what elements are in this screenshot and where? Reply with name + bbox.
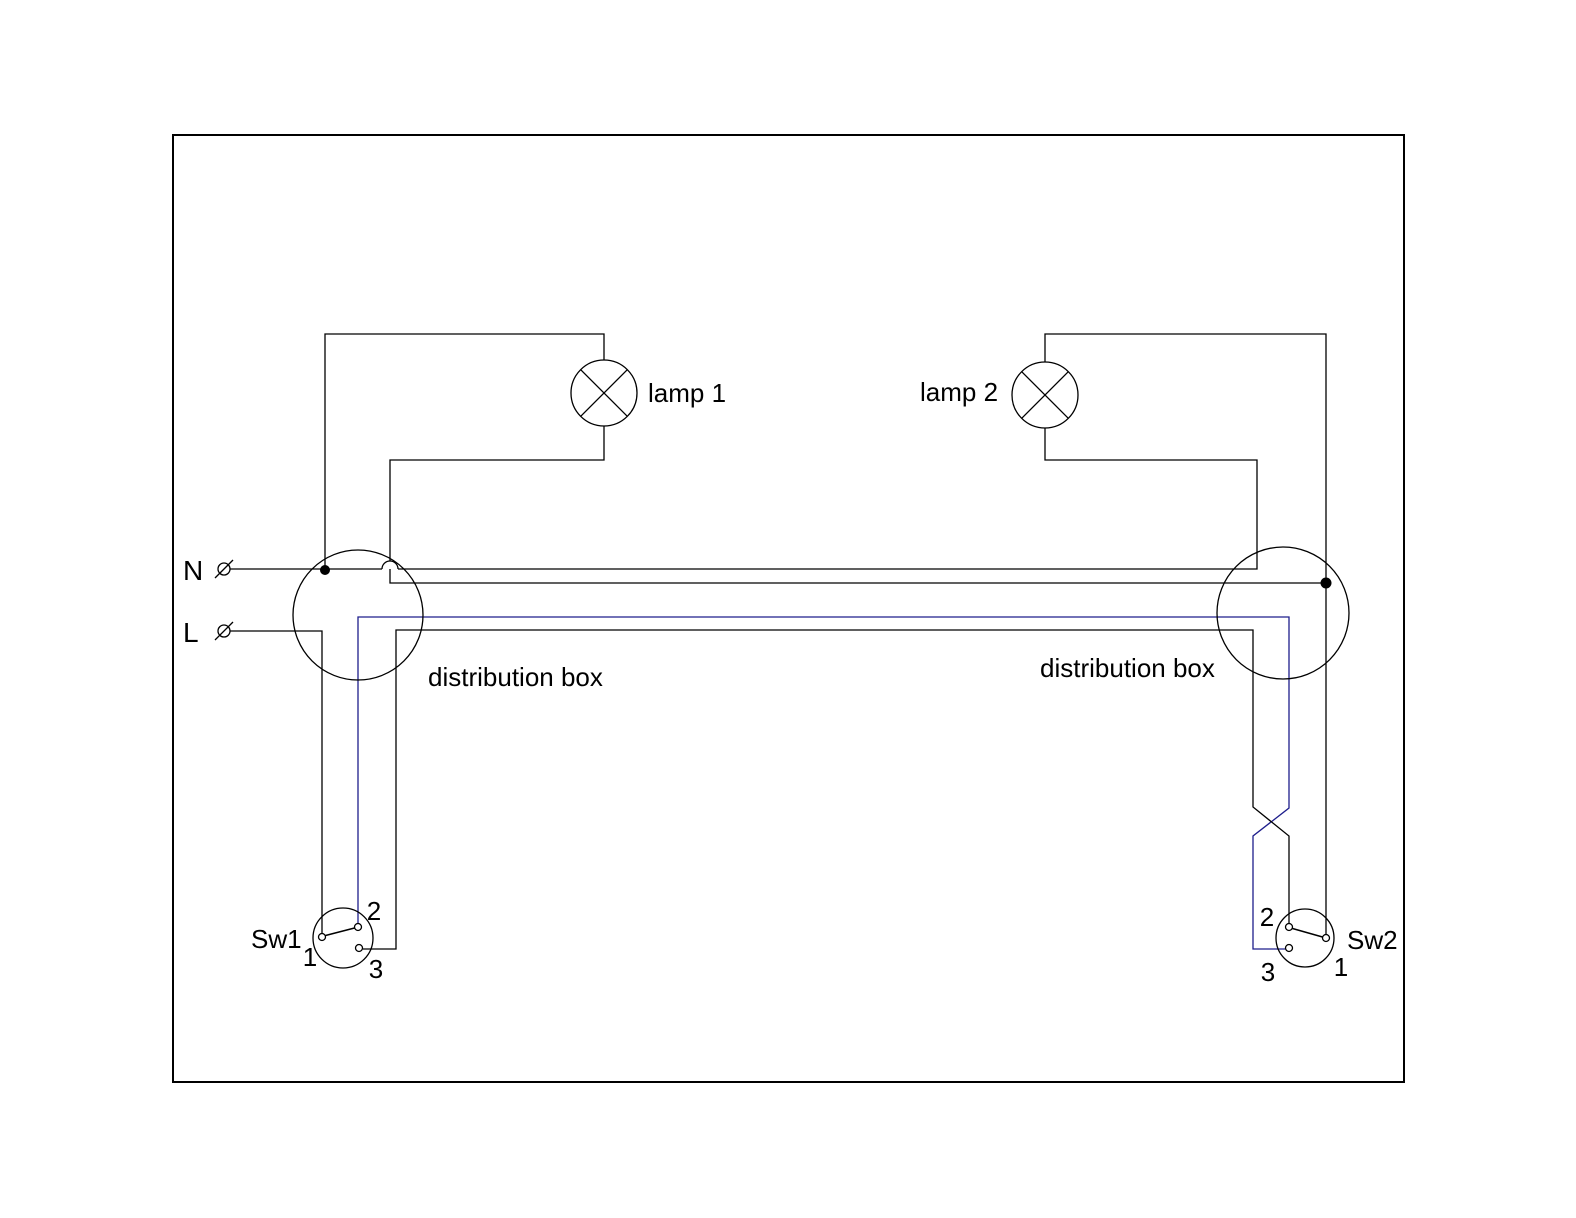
wire-lamp1-return [389, 426, 1326, 584]
wire-traveler-blue [357, 616, 1290, 950]
switch1-terminal-1-label: 1 [303, 942, 317, 972]
switch1-terminal-3-label: 3 [369, 954, 383, 984]
switch1-terminal-1 [317, 932, 327, 942]
lamp1-label: lamp 1 [648, 378, 726, 408]
switch1-symbol [312, 907, 374, 969]
switch2-lever [1292, 927, 1323, 938]
switch1-lever [325, 927, 355, 937]
distribution-box-left-label: distribution box [428, 662, 603, 692]
switch2-label: Sw2 [1347, 925, 1398, 955]
distribution-box-left-circle [292, 549, 424, 681]
junction-dot-right [1320, 577, 1332, 589]
diagram-border [172, 134, 1405, 1083]
switch2-terminal-1-label: 1 [1334, 952, 1348, 982]
lamp2-label: lamp 2 [920, 377, 998, 407]
switch2-terminal-2 [1284, 922, 1294, 932]
wire-live [230, 630, 323, 933]
neutral-terminal-icon [214, 559, 234, 579]
switch1-terminal-2 [353, 922, 363, 932]
lamp2-symbol [1011, 361, 1079, 429]
wire-lamp1-feed [324, 333, 605, 570]
wire-lamp2-feed [1044, 333, 1327, 934]
live-terminal-icon [214, 621, 234, 641]
wire-hop-arc [381, 560, 399, 570]
lamp1-symbol [570, 359, 638, 427]
wire-neutral [230, 428, 1258, 570]
distribution-box-right-circle [1216, 546, 1350, 680]
switch1-label: Sw1 [251, 924, 302, 954]
switch2-terminal-1 [1321, 933, 1331, 943]
switch2-symbol [1275, 908, 1335, 968]
distribution-box-right-label: distribution box [1040, 653, 1215, 683]
neutral-label: N [183, 555, 203, 586]
switch1-terminal-2-label: 2 [367, 896, 381, 926]
wire-traveler-black [363, 629, 1290, 950]
switch2-terminal-3 [1284, 943, 1294, 953]
live-label: L [183, 617, 199, 648]
junction-dot-left [320, 565, 330, 575]
switch1-terminal-3 [354, 943, 364, 953]
switch2-terminal-3-label: 3 [1261, 957, 1275, 987]
switch2-terminal-2-label: 2 [1260, 902, 1274, 932]
